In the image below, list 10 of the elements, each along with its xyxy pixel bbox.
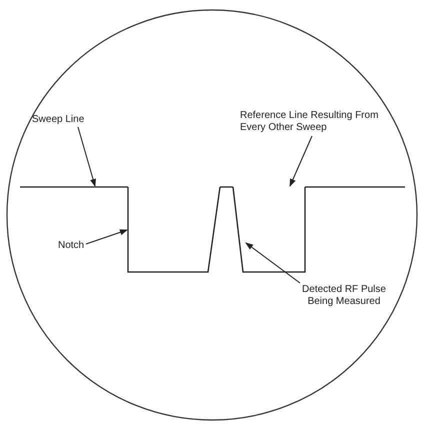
callout-text: Notch [58, 240, 98, 252]
leader-line [245, 242, 300, 284]
leader-line [86, 229, 128, 244]
callout-text: Detected RF Pulse Being Measured [298, 284, 390, 308]
notch-trace [127, 186, 221, 273]
leader-line [78, 126, 96, 187]
callout-text: Sweep Line [32, 114, 112, 126]
leader-line [290, 136, 312, 187]
pulse-trace [232, 186, 306, 273]
callout-text: Reference Line Resulting From Every Other Sweep [240, 110, 390, 134]
